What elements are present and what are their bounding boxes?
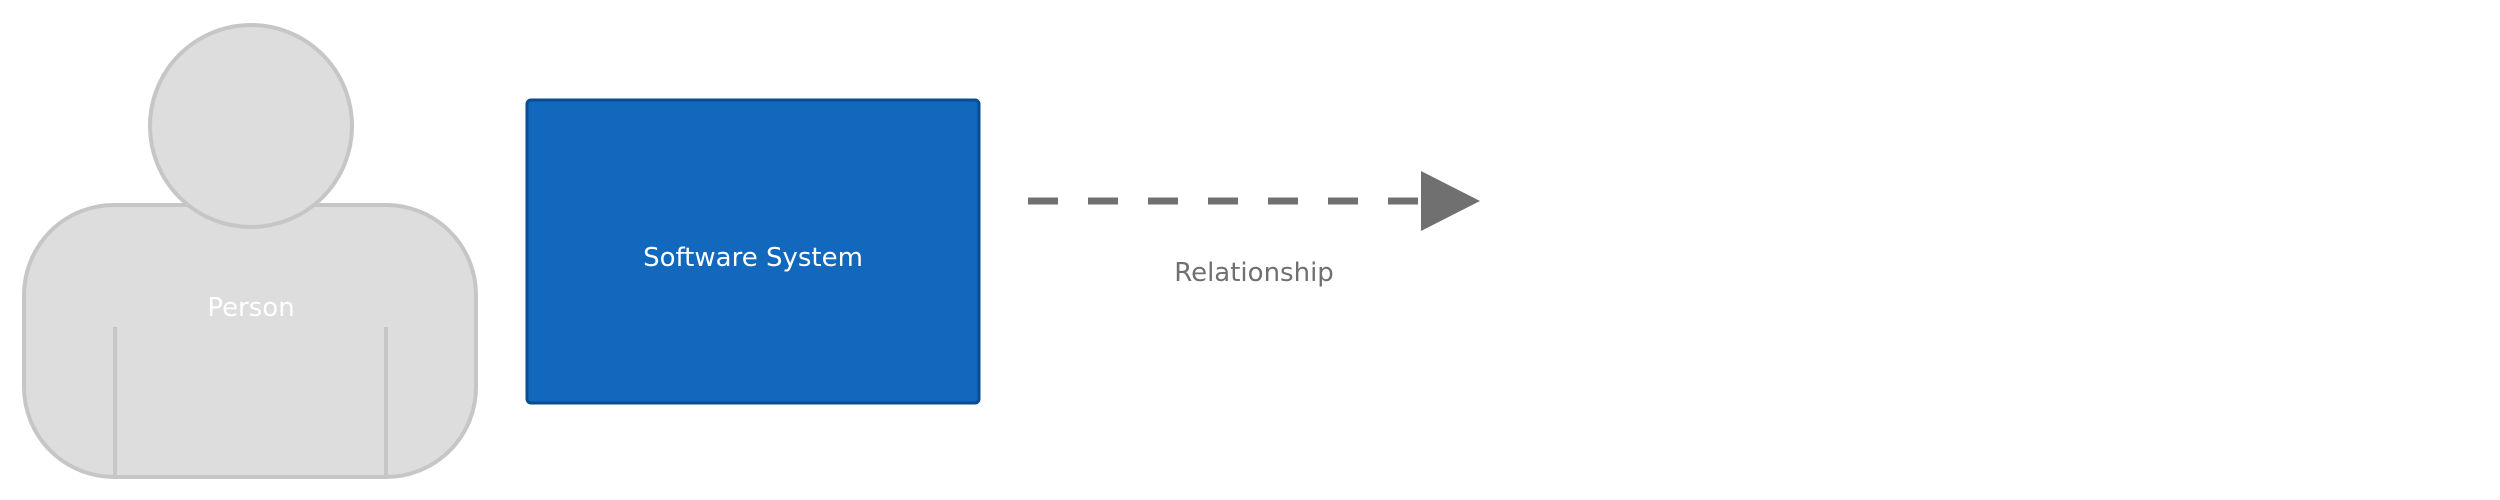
software-system-box: [525, 98, 981, 405]
software-system-label: Software System: [643, 243, 863, 273]
person-head: [148, 23, 354, 229]
software-system-element[interactable]: Software System: [525, 98, 981, 405]
person-element[interactable]: Person: [22, 23, 478, 479]
arrowhead-icon: [1421, 171, 1480, 231]
person-body: [22, 203, 478, 479]
person-label: Person: [207, 293, 294, 323]
relationship-arrow[interactable]: Relationship: [1028, 171, 1480, 288]
relationship-label: Relationship: [1174, 258, 1334, 288]
